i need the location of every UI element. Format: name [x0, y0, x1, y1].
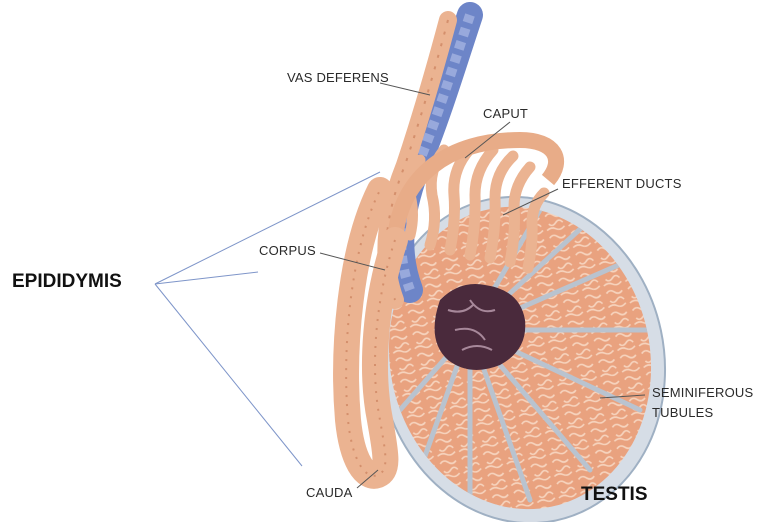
label-caput: CAPUT [483, 106, 528, 121]
label-tubules: TUBULES [652, 405, 713, 420]
label-vas-deferens: VAS DEFERENS [287, 70, 389, 85]
label-epididymis: EPIDIDYMIS [12, 271, 122, 293]
label-seminiferous: SEMINIFEROUS [652, 385, 753, 400]
label-cauda: CAUDA [306, 485, 353, 500]
label-efferent-ducts: EFFERENT DUCTS [562, 176, 682, 191]
label-corpus: CORPUS [259, 243, 316, 258]
label-testis: TESTIS [581, 484, 648, 506]
epididymis-body [346, 190, 395, 476]
